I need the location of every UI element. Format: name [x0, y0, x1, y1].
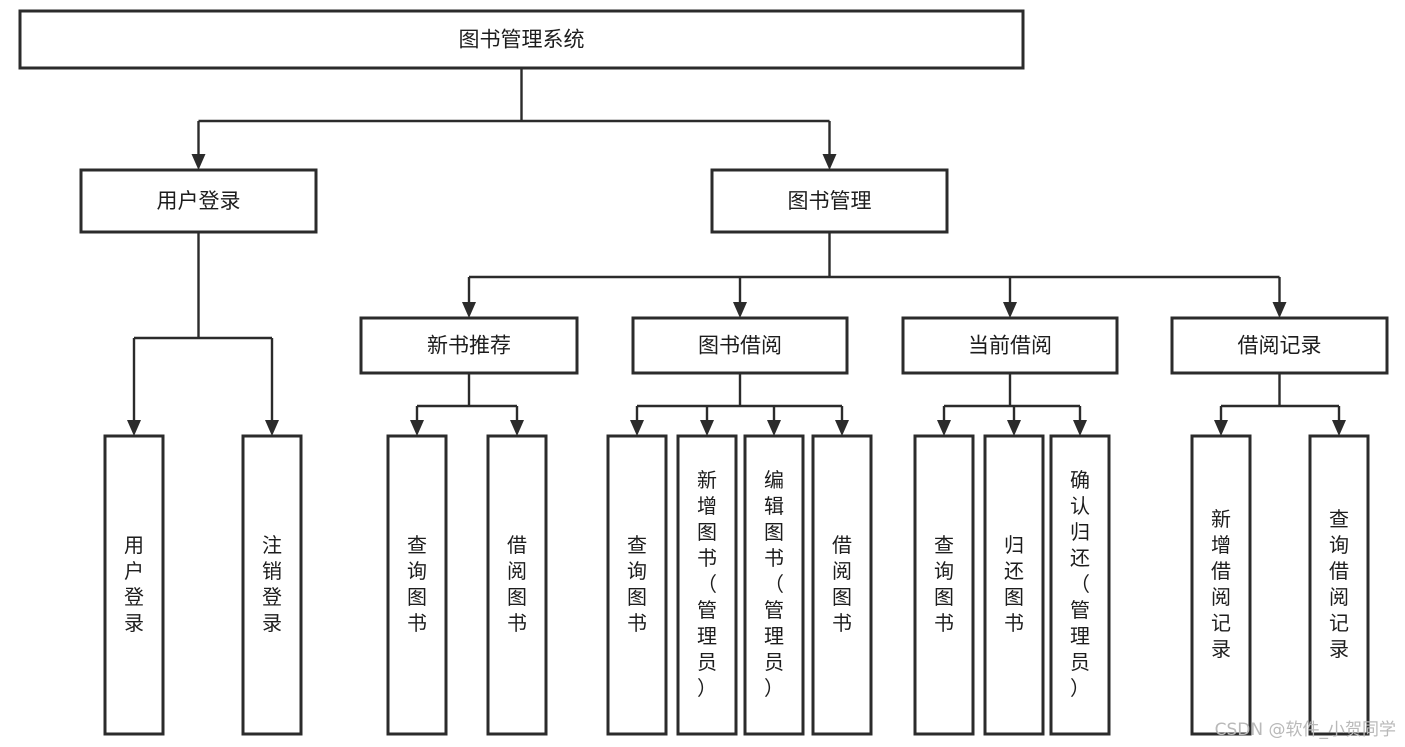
node-box-leaf-query-record	[1308, 434, 1370, 736]
node-leaf-borrow-book-2[interactable]: 借阅图书	[811, 434, 873, 736]
node-label-book-borrow: 图书借阅	[698, 334, 782, 358]
node-box-leaf-user-login	[103, 434, 165, 736]
arrow-head-icon	[410, 420, 424, 436]
node-label-leaf-add-book: 新增图书（管理员）	[697, 468, 717, 700]
node-label-leaf-query-book-3: 查询图书	[934, 533, 954, 635]
connector-group-user-login	[127, 232, 279, 436]
node-box-leaf-query-book-2	[606, 434, 668, 736]
arrow-head-icon	[462, 302, 476, 318]
node-label-leaf-edit-book: 编辑图书（管理员）	[764, 468, 784, 700]
node-box-leaf-borrow-book-1	[486, 434, 548, 736]
node-box-book-borrow	[631, 316, 849, 375]
node-leaf-user-login[interactable]: 用户登录	[103, 434, 165, 736]
arrow-head-icon	[1332, 420, 1346, 436]
node-box-root	[18, 9, 1025, 70]
arrow-head-icon	[767, 420, 781, 436]
node-box-leaf-query-book-1	[386, 434, 448, 736]
node-label-leaf-query-book-1: 查询图书	[407, 533, 427, 635]
arrow-head-icon	[127, 420, 141, 436]
node-leaf-confirm-return[interactable]: 确认归还（管理员）	[1049, 434, 1111, 736]
node-label-leaf-logout: 注销登录	[262, 533, 282, 635]
arrow-head-icon	[835, 420, 849, 436]
node-leaf-query-book-3[interactable]: 查询图书	[913, 434, 975, 736]
node-label-leaf-query-book-2: 查询图书	[627, 533, 647, 635]
arrow-head-icon	[1007, 420, 1021, 436]
arrow-head-icon	[822, 154, 837, 170]
connector-group-root	[191, 68, 837, 170]
node-root[interactable]: 图书管理系统	[18, 9, 1025, 70]
connector-layer	[127, 68, 1346, 436]
node-box-borrow-record	[1170, 316, 1389, 375]
arrow-head-icon	[700, 420, 714, 436]
arrow-head-icon	[630, 420, 644, 436]
node-box-leaf-return-book	[983, 434, 1045, 736]
node-leaf-query-record[interactable]: 查询借阅记录	[1308, 434, 1370, 736]
node-label-leaf-add-record: 新增借阅记录	[1211, 507, 1231, 661]
node-label-leaf-query-record: 查询借阅记录	[1329, 507, 1349, 661]
arrow-head-icon	[1272, 302, 1287, 318]
node-leaf-return-book[interactable]: 归还图书	[983, 434, 1045, 736]
node-leaf-add-book[interactable]: 新增图书（管理员）	[676, 434, 738, 736]
node-label-leaf-borrow-book-2: 借阅图书	[832, 533, 852, 635]
node-label-root: 图书管理系统	[459, 28, 585, 52]
node-leaf-query-book-1[interactable]: 查询图书	[386, 434, 448, 736]
node-box-leaf-borrow-book-2	[811, 434, 873, 736]
arrow-head-icon	[191, 154, 206, 170]
node-label-leaf-user-login: 用户登录	[124, 533, 144, 635]
arrow-head-icon	[1003, 302, 1017, 318]
arrow-head-icon	[510, 420, 524, 436]
node-box-book-manage	[710, 168, 949, 234]
arrow-head-icon	[265, 420, 279, 436]
node-label-leaf-return-book: 归还图书	[1004, 533, 1024, 635]
node-box-leaf-edit-book	[743, 434, 805, 736]
node-box-user-login	[79, 168, 318, 234]
node-label-user-login: 用户登录	[157, 189, 241, 213]
arrow-head-icon	[1214, 420, 1228, 436]
node-book-borrow[interactable]: 图书借阅	[631, 316, 849, 375]
connector-group-book-borrow	[630, 373, 849, 436]
node-label-leaf-borrow-book-1: 借阅图书	[507, 533, 527, 635]
arrow-head-icon	[733, 302, 747, 318]
node-label-borrow-record: 借阅记录	[1238, 334, 1322, 358]
node-leaf-edit-book[interactable]: 编辑图书（管理员）	[743, 434, 805, 736]
node-user-login[interactable]: 用户登录	[79, 168, 318, 234]
node-label-leaf-confirm-return: 确认归还（管理员）	[1070, 468, 1090, 700]
connector-group-new-book-rec	[410, 373, 524, 436]
connector-group-current-borrow	[937, 373, 1087, 436]
arrow-head-icon	[1073, 420, 1087, 436]
node-layer: 图书管理系统用户登录图书管理新书推荐图书借阅当前借阅借阅记录用户登录注销登录查询…	[18, 9, 1389, 736]
node-box-leaf-add-record	[1190, 434, 1252, 736]
node-box-leaf-logout	[241, 434, 303, 736]
node-label-book-manage: 图书管理	[788, 189, 872, 213]
node-leaf-add-record[interactable]: 新增借阅记录	[1190, 434, 1252, 736]
node-leaf-query-book-2[interactable]: 查询图书	[606, 434, 668, 736]
node-box-leaf-query-book-3	[913, 434, 975, 736]
node-leaf-logout[interactable]: 注销登录	[241, 434, 303, 736]
node-current-borrow[interactable]: 当前借阅	[901, 316, 1119, 375]
arrow-head-icon	[937, 420, 951, 436]
node-box-leaf-confirm-return	[1049, 434, 1111, 736]
node-new-book-rec[interactable]: 新书推荐	[359, 316, 579, 375]
node-box-new-book-rec	[359, 316, 579, 375]
node-leaf-borrow-book-1[interactable]: 借阅图书	[486, 434, 548, 736]
connector-group-borrow-record	[1214, 373, 1346, 436]
node-label-new-book-rec: 新书推荐	[427, 334, 511, 358]
csdn-watermark: CSDN @软件_小贺同学	[1215, 720, 1396, 740]
connector-group-book-manage	[462, 232, 1287, 318]
node-label-current-borrow: 当前借阅	[968, 334, 1052, 358]
node-box-current-borrow	[901, 316, 1119, 375]
node-book-manage[interactable]: 图书管理	[710, 168, 949, 234]
node-box-leaf-add-book	[676, 434, 738, 736]
node-borrow-record[interactable]: 借阅记录	[1170, 316, 1389, 375]
